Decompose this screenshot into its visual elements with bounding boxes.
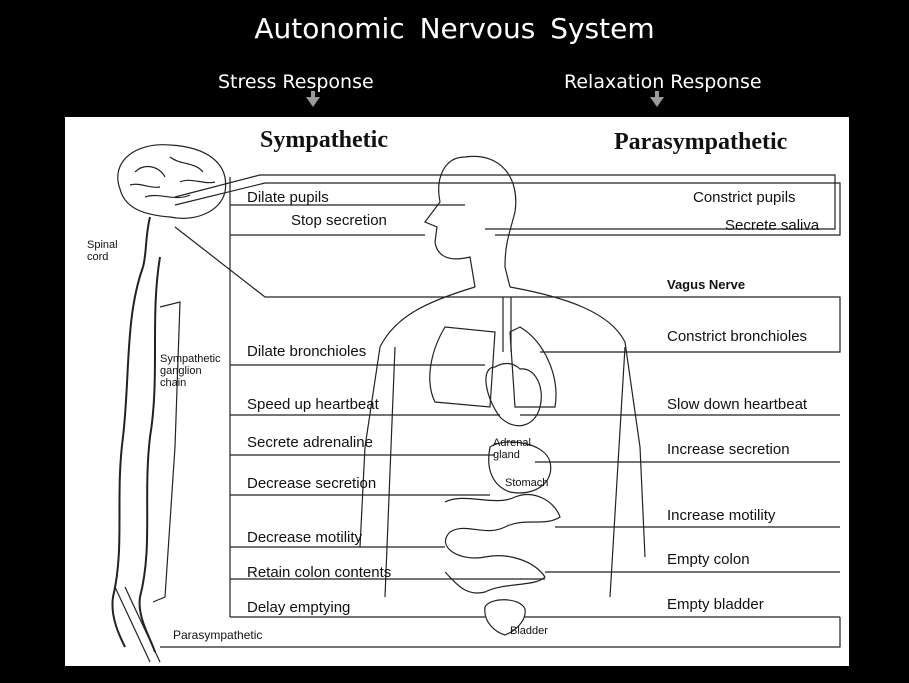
- parasympathetic-sacral: [115, 587, 160, 662]
- label-spinal-cord: Spinal cord: [87, 239, 118, 263]
- label-decrease-secretion: Decrease secretion: [247, 475, 376, 492]
- label-speed-heartbeat: Speed up heartbeat: [247, 396, 379, 413]
- label-secrete-adrenaline: Secrete adrenaline: [247, 434, 373, 451]
- torso-inner: [385, 347, 625, 597]
- label-secrete-saliva: Secrete saliva: [725, 217, 819, 234]
- trachea: [503, 297, 511, 352]
- left-lung: [430, 327, 495, 407]
- slide-title: Autonomic Nervous System: [0, 12, 909, 45]
- label-constrict-pupils: Constrict pupils: [693, 189, 796, 206]
- label-vagus-nerve: Vagus Nerve: [667, 277, 745, 292]
- label-bladder: Bladder: [510, 625, 548, 637]
- label-decrease-motility: Decrease motility: [247, 529, 362, 546]
- label-increase-motility: Increase motility: [667, 507, 775, 524]
- label-dilate-bronchioles: Dilate bronchioles: [247, 343, 366, 360]
- label-stomach: Stomach: [505, 477, 548, 489]
- intestines: [445, 495, 560, 593]
- label-increase-secretion: Increase secretion: [667, 441, 790, 458]
- label-adrenal-gland: Adrenal gland: [493, 437, 531, 461]
- stress-response-header: Stress Response: [218, 71, 374, 93]
- relaxation-response-header: Relaxation Response: [564, 71, 762, 93]
- label-empty-bladder: Empty bladder: [667, 596, 764, 613]
- relaxation-arrow-icon: [650, 97, 664, 107]
- label-parasympathetic-bottom: Parasympathetic: [173, 628, 262, 642]
- stress-arrow-icon: [306, 97, 320, 107]
- brainstem: [143, 217, 150, 267]
- head-outline: [425, 156, 516, 287]
- label-empty-colon: Empty colon: [667, 551, 750, 568]
- parasympathetic-heading: Parasympathetic: [614, 129, 787, 156]
- brain-folds: [130, 157, 215, 198]
- label-ganglion-chain: Sympathetic ganglion chain: [160, 353, 221, 389]
- label-delay-emptying: Delay emptying: [247, 599, 350, 616]
- label-dilate-pupils: Dilate pupils: [247, 189, 329, 206]
- diagram-panel: Sympathetic Parasympathetic Dilate pupil…: [65, 117, 849, 666]
- label-retain-colon: Retain colon contents: [247, 564, 391, 581]
- sympathetic-heading: Sympathetic: [260, 127, 388, 154]
- label-constrict-bronchioles: Constrict bronchioles: [667, 328, 807, 345]
- ganglion-chain: [153, 302, 180, 602]
- label-stop-secretion: Stop secretion: [291, 212, 387, 229]
- brain-outline: [118, 145, 226, 219]
- spine-back-curve: [140, 257, 160, 652]
- label-slow-heartbeat: Slow down heartbeat: [667, 396, 807, 413]
